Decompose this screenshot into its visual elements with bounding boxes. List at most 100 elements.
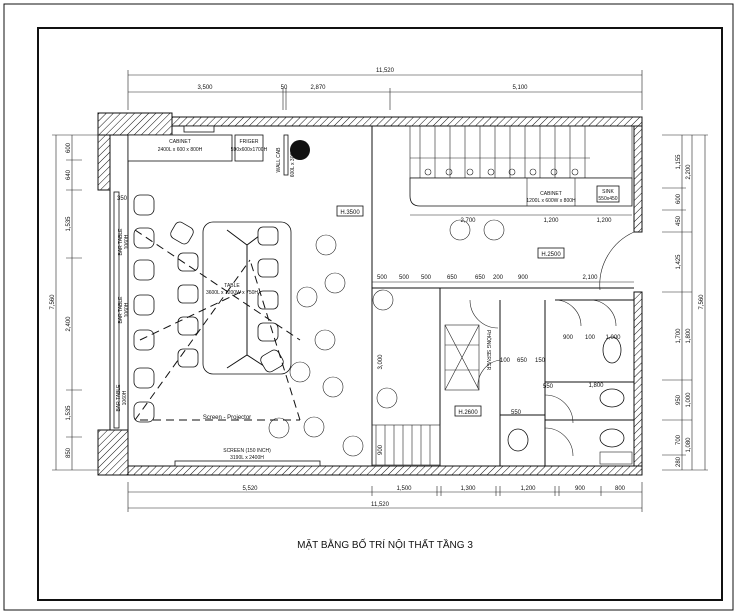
dim-left: 1,535 — [66, 405, 72, 421]
dim-right-inner: 700 — [676, 434, 682, 445]
chair — [177, 252, 199, 272]
dim-right-total: 7,560 — [699, 294, 705, 310]
stair-light — [466, 168, 474, 176]
server-room — [444, 324, 480, 391]
dim-wc: 150 — [535, 358, 546, 364]
dim-bottom: 5,520 — [242, 486, 258, 492]
chair — [257, 290, 279, 310]
dim-wc: 550 — [543, 384, 554, 390]
dim-right-inner: 600 — [676, 193, 682, 204]
dimension-texts: 11,520 3,500 50 2,870 5,100 5,520 1,500 … — [50, 68, 705, 508]
dim-left: 600 — [66, 142, 72, 153]
staircase — [371, 125, 633, 466]
height-label-3: H.2600 — [458, 410, 478, 416]
wall-cabinet-label: WALL CAB — [276, 147, 282, 173]
dim-bottom: 1,300 — [460, 486, 476, 492]
dim-wc: 1,000 — [605, 335, 621, 341]
height-label-1: H.3500 — [340, 210, 360, 216]
dim-right-outer: 1,080 — [686, 437, 692, 453]
bar-table-label-1: BAR TABLE — [118, 228, 124, 256]
room-labels: CABINET 2400L x 600 x 800H FRIGER 590x60… — [116, 139, 618, 461]
fridge — [234, 134, 264, 162]
sink-label: SINK — [602, 189, 614, 195]
dim-bar-table: 350 — [117, 196, 128, 202]
height-label-2: H.2500 — [541, 252, 561, 258]
bar-table-label-2: BAR TABLE — [118, 296, 124, 324]
dim-corridor: 650 — [475, 275, 486, 281]
stool — [296, 286, 318, 308]
chair — [177, 316, 199, 336]
stair-steps — [375, 126, 586, 465]
walls — [97, 112, 643, 476]
stair-light — [508, 168, 516, 176]
wall-cabinet-size: 600L x 300 — [290, 153, 296, 178]
dim-stair-height: 900 — [378, 444, 384, 455]
chair — [257, 258, 279, 278]
bar-table-label-3: BAR TABLE — [116, 384, 122, 412]
chair — [133, 259, 155, 281]
dim-corridor: 2,100 — [582, 275, 598, 281]
dim-corridor: 500 — [421, 275, 432, 281]
screen — [174, 460, 321, 467]
chair — [177, 284, 199, 304]
dim-right-inner: 1,700 — [676, 328, 682, 344]
bar-table-height-1: 1060H — [124, 234, 130, 249]
stair-light — [424, 168, 432, 176]
dim-corridor: 500 — [399, 275, 410, 281]
dim-corridor: 900 — [518, 275, 529, 281]
dim-wc: 650 — [517, 358, 528, 364]
stool — [303, 416, 325, 438]
dim-right-inner: 950 — [676, 394, 682, 405]
dim-wc: 100 — [500, 358, 511, 364]
cabinet-size: 2400L x 600 x 800H — [158, 147, 203, 153]
fridge-size: 590x600x1700H — [231, 147, 268, 153]
table-label: TABLE — [224, 283, 240, 289]
drawing-frame — [37, 27, 723, 601]
stool — [315, 234, 337, 256]
stool — [342, 435, 364, 457]
bar-table-height-3: 1060H — [122, 390, 128, 405]
stools — [268, 234, 398, 457]
outer-frame — [3, 3, 734, 611]
dim-bottom: 1,200 — [520, 486, 536, 492]
dim-bottom-total: 11,520 — [371, 502, 390, 508]
dim-top: 2,870 — [310, 85, 326, 91]
dim-top: 5,100 — [512, 85, 528, 91]
chair — [257, 322, 279, 342]
dim-right-inner: 1,155 — [676, 154, 682, 170]
sink-size: 550x450 — [598, 196, 617, 202]
dim-top-total: 11,520 — [376, 68, 395, 74]
dim-kitchen: 1,200 — [543, 218, 559, 224]
stair-light — [529, 168, 537, 176]
screen-size: 3190L x 2400H — [230, 455, 264, 461]
dim-bottom: 1,500 — [396, 486, 412, 492]
chair — [170, 221, 194, 245]
dimension-lines — [52, 70, 708, 512]
stool — [289, 361, 311, 383]
dim-left-total: 7,560 — [50, 294, 56, 310]
fridge-label: FRIGER — [240, 139, 259, 145]
dim-right-outer: 2,200 — [686, 164, 692, 180]
dim-right-inner: 450 — [676, 215, 682, 226]
chair — [257, 226, 279, 246]
dim-corridor: 650 — [447, 275, 458, 281]
dim-kitchen: 2,700 — [460, 218, 476, 224]
wall-cabinet — [283, 134, 289, 176]
cabinet-label: CABINET — [169, 139, 191, 145]
dim-left: 2,400 — [66, 316, 72, 332]
dim-right-outer: 1,800 — [686, 328, 692, 344]
chair — [133, 329, 155, 351]
stool — [372, 289, 394, 311]
stair-light — [550, 168, 558, 176]
chair — [133, 401, 155, 423]
stool — [324, 272, 346, 294]
dim-bottom: 800 — [615, 486, 626, 492]
drawing-title: MẶT BẰNG BỐ TRÍ NỘI THẤT TẦNG 3 — [297, 537, 473, 551]
dim-left: 850 — [66, 447, 72, 458]
dim-corridor: 200 — [493, 275, 504, 281]
projector-lines — [134, 229, 301, 421]
chair — [177, 348, 199, 368]
dim-corridor-height: 3,000 — [378, 354, 384, 370]
screen-projector-label: Screen - Projector — [203, 415, 251, 421]
